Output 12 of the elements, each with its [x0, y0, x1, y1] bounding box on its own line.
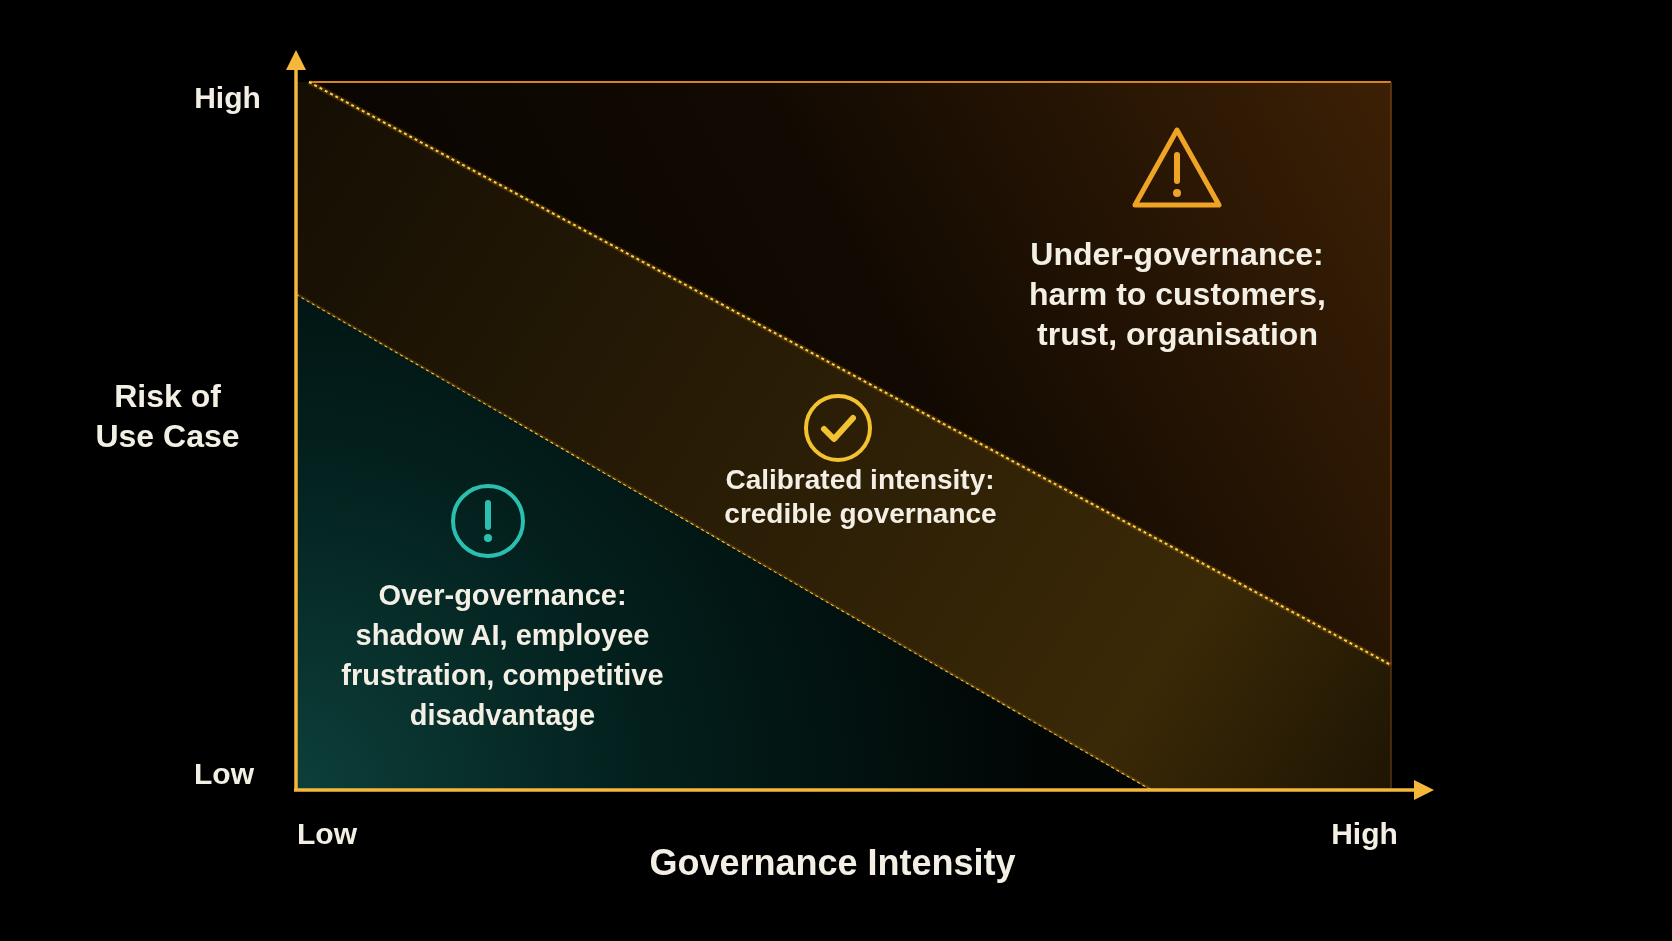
- axis-tick-label: High: [193, 80, 262, 116]
- zone-description: shadow AI, employee frustration, competitive disadvantage: [340, 618, 665, 733]
- axis-tick-label: Low: [193, 756, 255, 792]
- axis-title: Risk of Use Case: [94, 377, 241, 456]
- zone-heading: Over-governance:: [377, 578, 628, 613]
- axis-title: Governance Intensity: [648, 841, 1017, 884]
- axis-tick-label: Low: [296, 816, 358, 852]
- zone-heading: Calibrated intensity:: [724, 463, 996, 497]
- zone-description: credible governance: [723, 497, 998, 531]
- zone-heading: Under-governance:: [1029, 235, 1325, 274]
- zone-description: harm to customers, trust, organisation: [1028, 275, 1327, 354]
- axis-tick-label: High: [1330, 816, 1399, 852]
